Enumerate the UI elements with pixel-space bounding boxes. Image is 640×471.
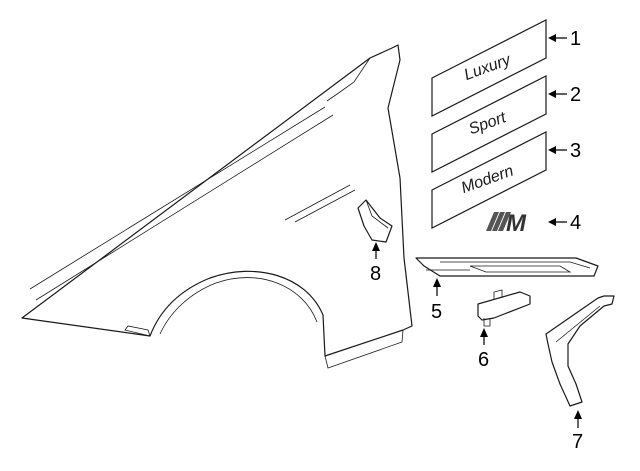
- callout-3: 3: [570, 140, 581, 162]
- callout-7: 7: [572, 431, 583, 453]
- m-emblem: M: [486, 210, 527, 237]
- callout-2: 2: [570, 84, 581, 106]
- callout-8: 8: [370, 263, 381, 285]
- badge-sport: Sport: [431, 75, 547, 173]
- callout-5: 5: [431, 301, 442, 323]
- callout-4: 4: [570, 212, 581, 234]
- callout-arrows: [372, 34, 582, 428]
- side-trim-part: [415, 257, 599, 277]
- fender-insert-part: [357, 199, 393, 243]
- front-fender: [21, 44, 413, 369]
- wheel-arch-trim-part: [545, 295, 615, 407]
- badge-modern: Modern: [431, 131, 547, 229]
- bracket-part: [477, 289, 531, 327]
- m-emblem-letter: M: [506, 210, 527, 237]
- callout-6: 6: [478, 349, 489, 371]
- callout-1: 1: [570, 28, 581, 50]
